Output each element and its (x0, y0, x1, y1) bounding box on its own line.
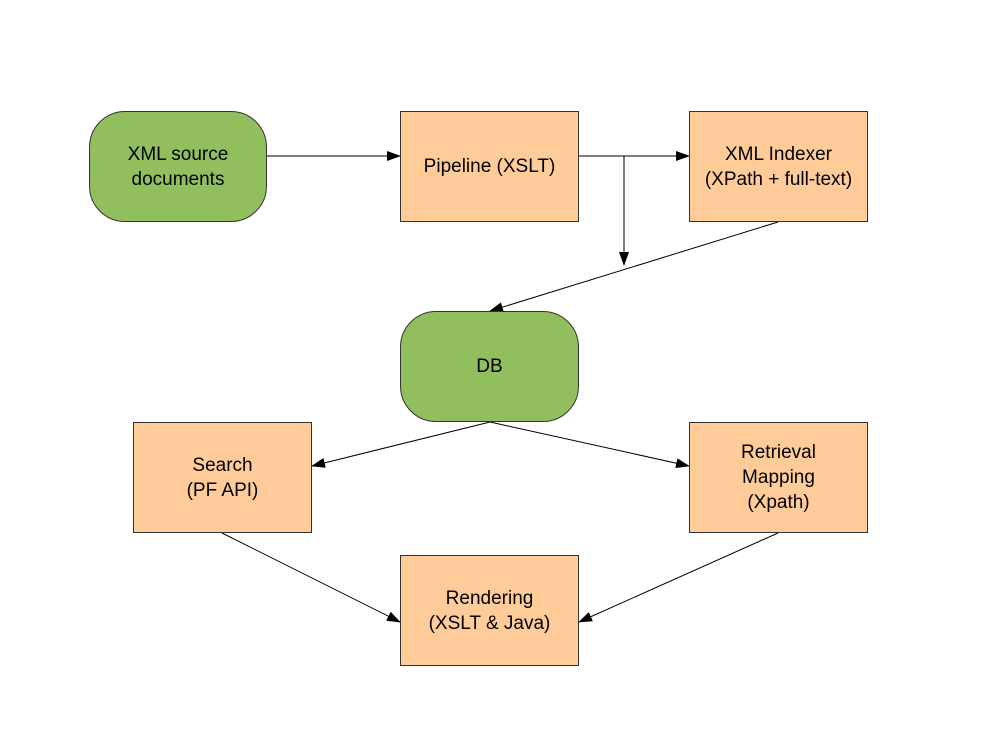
edge-search-to-rendering (221, 532, 401, 623)
db-node: DB (400, 311, 579, 422)
retrieval-mapping-node: Retrieval Mapping (Xpath) (689, 422, 868, 533)
edge-retrieval-to-rendering (578, 532, 779, 623)
pipeline-node: Pipeline (XSLT) (400, 111, 579, 222)
rendering-node: Rendering (XSLT & Java) (400, 555, 579, 666)
xml-indexer-node: XML Indexer (XPath + full-text) (689, 111, 868, 222)
search-node: Search (PF API) (133, 422, 312, 533)
edge-indexer-to-db (489, 221, 779, 312)
edge-db-to-retrieval (489, 421, 690, 469)
edge-db-to-search (311, 421, 491, 468)
xml-source-node: XML source documents (89, 111, 267, 222)
